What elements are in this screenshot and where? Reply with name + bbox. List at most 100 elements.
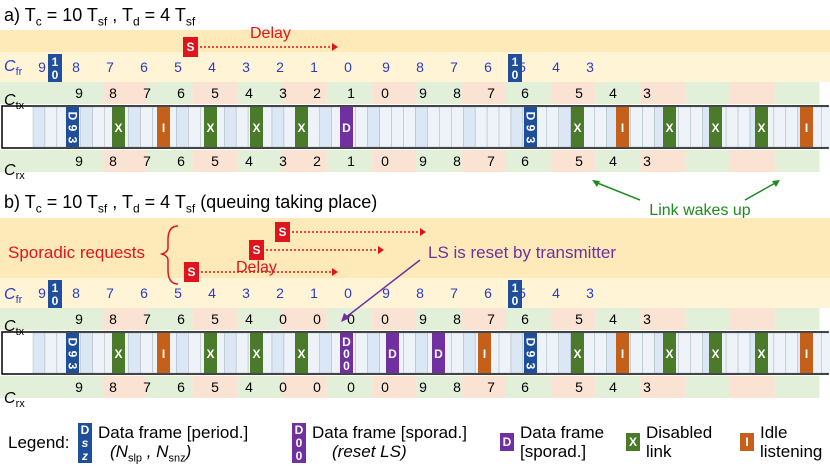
- crx-value: 7: [143, 153, 151, 169]
- ctx-cell: [416, 308, 462, 330]
- crx-value: 9: [419, 153, 427, 169]
- crx-cell: [595, 150, 641, 172]
- frame-cell: [582, 106, 595, 148]
- ctx-value: 7: [143, 85, 151, 101]
- crx-value: 1: [347, 153, 355, 169]
- crx-value: 2: [313, 153, 321, 169]
- crx-value: 0: [381, 379, 389, 395]
- crx-value: 9: [419, 379, 427, 395]
- ctx-value: 5: [575, 85, 583, 101]
- frame-label: X: [573, 121, 581, 135]
- frame-cell: [44, 332, 58, 374]
- cfr-value: 7: [450, 285, 458, 301]
- ctx-value: 3: [279, 85, 287, 101]
- row-label-cfr-a: Cfr: [4, 58, 23, 79]
- ctx-value: 0: [347, 311, 355, 327]
- frame-i: [157, 333, 170, 373]
- ctx-cell: [550, 82, 596, 104]
- frame-cell: [785, 106, 798, 148]
- frame-label: X: [252, 347, 260, 361]
- frame-cell: [630, 106, 643, 148]
- frame-cell: [379, 106, 392, 148]
- sporadic-request-label: S: [186, 40, 194, 54]
- ctx-cell: [506, 308, 551, 330]
- frame-cell: [546, 106, 559, 148]
- cfr-value: 3: [242, 285, 250, 301]
- row-label-crx-a: Crx: [4, 162, 25, 183]
- crx-value: 6: [521, 153, 529, 169]
- cfr-value: 5: [174, 285, 182, 301]
- frame-cell: [32, 332, 46, 374]
- delay-arrowhead: [332, 43, 338, 51]
- frame-marker-digit: 1: [52, 281, 59, 295]
- frame-cell: [427, 106, 440, 148]
- cfr-value: 3: [586, 59, 594, 75]
- frame-cell: [355, 332, 368, 374]
- ctx-cell: [371, 308, 417, 330]
- frame-cell: [319, 332, 332, 374]
- crx-value: 4: [609, 153, 617, 169]
- frame-label: D: [388, 347, 397, 361]
- link-wakes-up-label: Link wakes up: [649, 202, 750, 219]
- sporadic-brace: [159, 225, 179, 285]
- frame-i: [157, 107, 170, 147]
- ctx-value: 4: [245, 85, 253, 101]
- ctx-cell: [326, 308, 372, 330]
- frame-x: [204, 107, 217, 147]
- ctx-value: 8: [109, 311, 117, 327]
- frame-cell: [403, 332, 416, 374]
- frame-cell: [439, 106, 452, 148]
- frame-label: X: [297, 347, 305, 361]
- ctx-cell: [237, 82, 282, 104]
- frame-cell: [690, 332, 703, 374]
- row-label-cfr-b: Cfr: [4, 286, 23, 307]
- cfr-value: 4: [208, 59, 216, 75]
- frame-x: [571, 107, 584, 147]
- frame-cell: [498, 332, 512, 374]
- delay-arrowhead: [332, 268, 338, 276]
- frame-d: [432, 333, 445, 373]
- crx-cell: [282, 376, 327, 398]
- frame-cell: [80, 332, 93, 374]
- ctx-value: 4: [245, 311, 253, 327]
- crx-cell: [371, 376, 417, 398]
- frame-cell: [176, 106, 189, 148]
- frame-cell: [235, 106, 249, 148]
- cfr-value: 1: [310, 59, 318, 75]
- frame-label: X: [757, 121, 765, 135]
- sporadic-request-box: [275, 222, 290, 242]
- ctx-value: 8: [453, 311, 461, 327]
- crx-value: 7: [487, 153, 495, 169]
- crx-value: 6: [521, 379, 529, 395]
- ctx-cell: [774, 82, 820, 104]
- panel-a-title: a) Tc = 10 Tsf , Td = 4 Tsf: [4, 5, 196, 29]
- frame-cell: [546, 332, 559, 374]
- panel-b-title: b) Tc = 10 Tsf , Td = 4 Tsf (queuing tak…: [4, 192, 378, 216]
- ctx-value: 8: [109, 85, 117, 101]
- frame-cell: [283, 106, 297, 148]
- frame-i: [800, 107, 813, 147]
- frame-cell: [725, 332, 739, 374]
- crx-cell: [730, 376, 775, 398]
- ctx-cell: [102, 308, 148, 330]
- crx-value: 4: [245, 153, 253, 169]
- sporadic-request-box: [184, 262, 199, 282]
- crx-cell: [774, 376, 820, 398]
- frame-cell: [474, 106, 488, 148]
- cfr-value: 6: [140, 59, 148, 75]
- frame-label: 3: [66, 363, 80, 370]
- cfr-value: 8: [416, 285, 424, 301]
- crx-value: 5: [575, 153, 583, 169]
- frame-cell: [451, 332, 464, 374]
- crx-cell: [58, 376, 103, 398]
- frame-cell: [128, 106, 141, 148]
- frame-x: [250, 333, 263, 373]
- frame-cell: [510, 332, 524, 374]
- crx-cell: [640, 150, 686, 172]
- ctx-value: 6: [521, 85, 529, 101]
- crx-value: 0: [381, 153, 389, 169]
- frame-cell: [223, 332, 237, 374]
- ctx-cell: [461, 308, 506, 330]
- frame-label: D: [524, 112, 538, 121]
